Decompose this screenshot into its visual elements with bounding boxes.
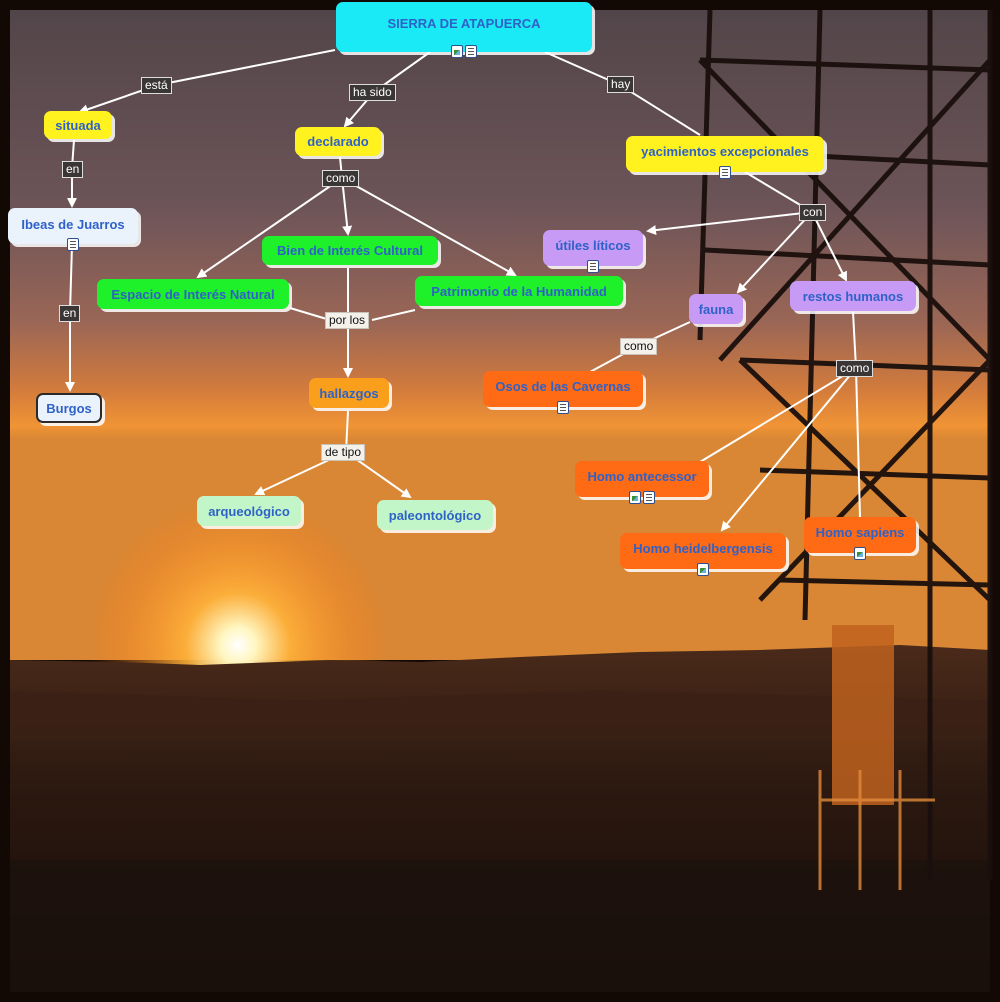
link-label-ha-sido[interactable]: ha sido xyxy=(349,84,396,101)
link-label-como[interactable]: como xyxy=(620,338,658,355)
link-label-en[interactable]: en xyxy=(62,161,84,178)
link-ph-porlos xyxy=(371,309,416,321)
node-label: Homo heidelbergensis xyxy=(633,541,773,556)
document-icon[interactable] xyxy=(67,238,79,251)
node-homo-antecessor[interactable]: Homo antecessor xyxy=(575,461,709,504)
link-restos-como xyxy=(852,311,857,369)
document-icon[interactable] xyxy=(587,260,599,273)
node-patrimonio-de-la-humanidad[interactable]: Patrimonio de la Humanidad xyxy=(415,276,623,306)
node-homo-sapiens[interactable]: Homo sapiens xyxy=(804,517,916,560)
node-label: yacimientos excepcionales xyxy=(641,144,809,159)
node-label: SIERRA DE ATAPUERCA xyxy=(387,16,541,31)
node-arqueologico[interactable]: arqueológico xyxy=(197,496,301,526)
link-label-de-tipo[interactable]: de tipo xyxy=(321,444,366,461)
document-icon[interactable] xyxy=(719,166,731,179)
image-icon[interactable] xyxy=(697,563,709,576)
link-con-fauna xyxy=(736,211,813,294)
link-hay-yac xyxy=(619,84,701,136)
image-icon[interactable] xyxy=(629,491,641,504)
link-como-ein xyxy=(196,177,343,279)
node-restos-humanos[interactable]: restos humanos xyxy=(790,281,916,311)
node-label: Homo sapiens xyxy=(815,525,905,540)
node-label: Burgos xyxy=(46,400,92,416)
node-label: arqueológico xyxy=(208,503,290,519)
link-label-hay[interactable]: hay xyxy=(607,76,635,93)
node-label: restos humanos xyxy=(802,288,904,304)
node-label: Ibeas de Juarros xyxy=(21,217,125,232)
node-yacimientos-excepcionales[interactable]: yacimientos excepcionales xyxy=(626,136,824,179)
node-label: Espacio de Interés Natural xyxy=(111,286,275,302)
node-ibeas-de-juarros[interactable]: Ibeas de Juarros xyxy=(8,208,138,251)
link-como-sapiens xyxy=(855,367,861,518)
node-label: Homo antecessor xyxy=(587,469,697,484)
node-espacio-de-interes-natural[interactable]: Espacio de Interés Natural xyxy=(97,279,289,309)
node-label: Bien de Interés Cultural xyxy=(277,243,423,258)
link-label-con[interactable]: con xyxy=(799,204,827,221)
node-osos-de-las-cavernas[interactable]: Osos de las Cavernas xyxy=(483,371,643,414)
link-root-esta xyxy=(157,49,336,86)
node-label: Osos de las Cavernas xyxy=(495,379,631,394)
node-label: Patrimonio de la Humanidad xyxy=(431,283,607,299)
node-sierra-de-atapuerca[interactable]: SIERRA DE ATAPUERCA xyxy=(336,2,592,58)
node-label: fauna xyxy=(698,301,734,317)
node-paleontologico[interactable]: paleontológico xyxy=(377,500,493,530)
image-icon[interactable] xyxy=(451,45,463,58)
link-como-ph xyxy=(341,177,517,276)
image-icon[interactable] xyxy=(854,547,866,560)
link-como-bic xyxy=(341,177,353,236)
node-utiles-liticos[interactable]: útiles líticos xyxy=(543,230,643,273)
link-ein-porlos xyxy=(289,307,331,321)
document-icon[interactable] xyxy=(557,401,569,414)
link-label-como[interactable]: como xyxy=(322,170,360,187)
node-bien-de-interes-cultural[interactable]: Bien de Interés Cultural xyxy=(262,236,438,265)
node-situada[interactable]: situada xyxy=(44,111,112,139)
link-con-utiles xyxy=(646,211,813,236)
node-label: paleontológico xyxy=(388,507,482,523)
node-fauna[interactable]: fauna xyxy=(689,294,743,324)
node-label: hallazgos xyxy=(319,385,379,401)
node-label: declarado xyxy=(307,134,369,149)
document-icon[interactable] xyxy=(465,45,477,58)
node-label: útiles líticos xyxy=(555,238,631,253)
link-ibeas-en xyxy=(69,244,73,313)
node-declarado[interactable]: declarado xyxy=(295,127,381,156)
document-icon[interactable] xyxy=(643,491,655,504)
node-label: situada xyxy=(55,117,101,133)
link-con-restos xyxy=(811,211,847,282)
node-hallazgos[interactable]: hallazgos xyxy=(309,378,389,408)
link-label-esta[interactable]: está xyxy=(141,77,172,94)
node-burgos[interactable]: Burgos xyxy=(36,393,102,423)
node-homo-heidelbergensis[interactable]: Homo heidelbergensis xyxy=(620,533,786,576)
link-label-como[interactable]: como xyxy=(836,360,874,377)
link-como-heidel xyxy=(720,367,857,532)
link-como-antecessor xyxy=(699,367,857,463)
link-label-en[interactable]: en xyxy=(59,305,81,322)
link-label-por-los[interactable]: por los xyxy=(325,312,370,329)
